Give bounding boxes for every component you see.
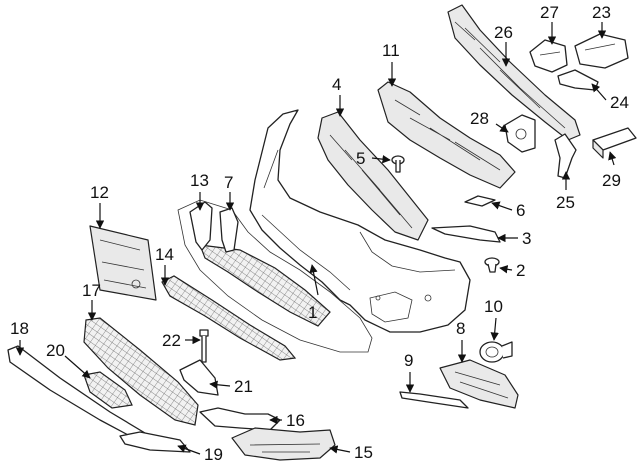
part-lower-grille-mesh (199, 244, 331, 327)
part-22-screw (199, 329, 209, 363)
callout-10: 10 (484, 297, 503, 316)
callout-23: 23 (592, 3, 611, 22)
callout-4: 4 (332, 75, 341, 94)
callout-2: 2 (516, 261, 525, 280)
callout-12: 12 (90, 183, 109, 202)
callout-5: 5 (356, 149, 365, 168)
part-2-clip (484, 257, 500, 273)
callout-1: 1 (308, 303, 317, 322)
part-20-grille-piece (83, 371, 133, 409)
part-24-plate (557, 69, 599, 91)
callout-27: 27 (540, 3, 559, 22)
part-19-lower-strip (119, 431, 191, 453)
callout-17: 17 (82, 281, 101, 300)
part-10-fog-lamp (479, 341, 513, 363)
part-9-strip (399, 391, 469, 409)
leader-lines (15, 22, 617, 455)
callout-14: 14 (155, 245, 174, 264)
callout-22: 22 (162, 331, 181, 350)
part-29-sensor (592, 127, 637, 159)
callout-24: 24 (610, 93, 629, 112)
part-26-impact-bar (447, 4, 581, 141)
part-8-fog-bezel (439, 359, 519, 409)
callout-20: 20 (46, 341, 65, 360)
callout-29: 29 (602, 171, 621, 190)
callout-9: 9 (404, 351, 413, 370)
callout-8: 8 (456, 319, 465, 338)
callout-19: 19 (204, 445, 223, 464)
part-3-strip (431, 225, 501, 243)
part-23-module (574, 33, 629, 69)
part-17-grille-insert (83, 317, 199, 426)
callout-25: 25 (556, 193, 575, 212)
part-11-absorber (377, 81, 516, 189)
part-12-plate-bracket (89, 225, 157, 301)
part-28-bracket (504, 114, 536, 153)
part-4-carrier (317, 111, 429, 241)
callout-11: 11 (382, 41, 400, 60)
callout-18: 18 (10, 319, 29, 338)
part-6-pad (464, 195, 496, 207)
callout-6: 6 (516, 201, 525, 220)
callout-7: 7 (224, 173, 233, 192)
part-7-bracket (219, 207, 239, 253)
part-27-bracket (529, 39, 568, 73)
part-13-trim (189, 201, 213, 251)
part-16-duct (199, 407, 281, 431)
part-14-lower-grille (161, 275, 297, 361)
callout-26: 26 (494, 23, 513, 42)
part-5-bolt (391, 155, 405, 173)
callout-15: 15 (354, 443, 373, 462)
part-21-bracket (179, 359, 219, 396)
callout-16: 16 (286, 411, 305, 430)
callout-labels: 1 2 3 4 5 6 7 8 9 10 11 12 13 14 15 16 1… (10, 3, 629, 464)
callout-28: 28 (470, 109, 489, 128)
callout-13: 13 (190, 171, 209, 190)
callout-21: 21 (234, 377, 253, 396)
callout-3: 3 (522, 229, 531, 248)
part-25-support (554, 133, 577, 179)
part-15-fog-cover (231, 427, 336, 461)
part-1-bumper-cover (177, 109, 471, 353)
